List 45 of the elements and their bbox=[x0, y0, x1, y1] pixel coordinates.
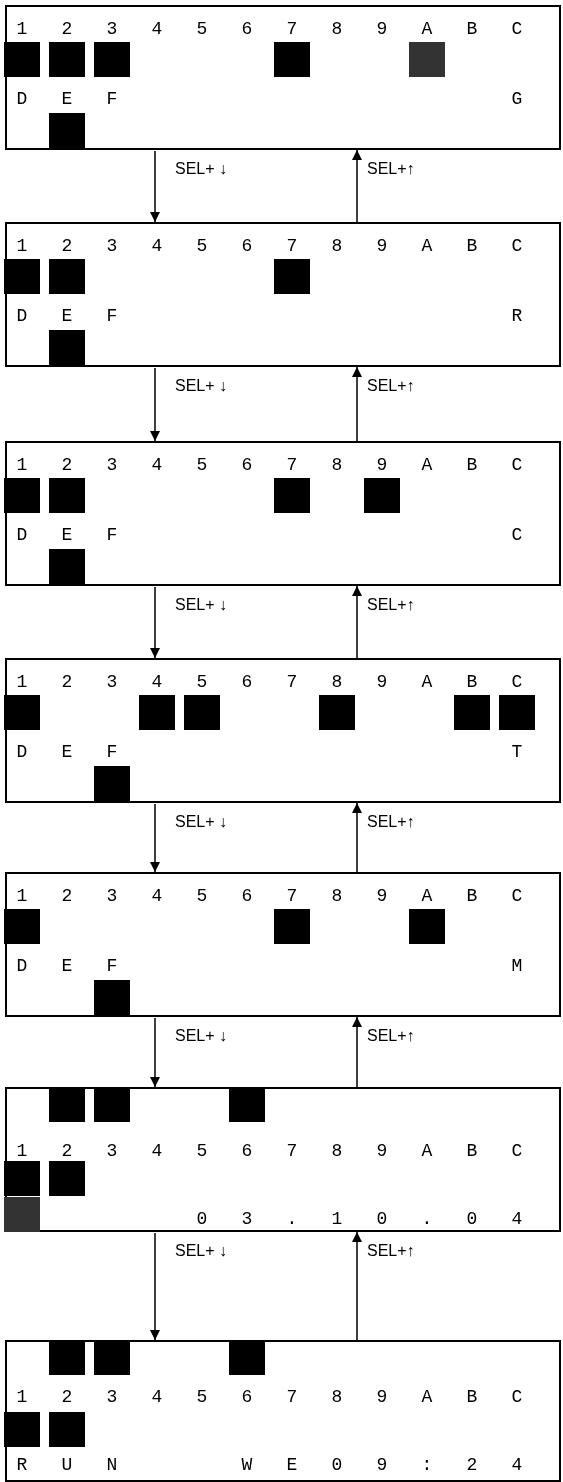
arrow bbox=[352, 1016, 362, 1088]
edge-label: SEL+↑ bbox=[367, 813, 415, 831]
edge-label: SEL+↑ bbox=[367, 596, 415, 614]
display-text: 123456789ABC bbox=[16, 1387, 557, 1407]
display-text: DEF T bbox=[16, 742, 557, 762]
edge-label: SEL+↑ bbox=[367, 160, 415, 178]
lcd-screen bbox=[5, 222, 561, 367]
lcd-screen bbox=[5, 1340, 561, 1482]
edge-label: SEL+↑ bbox=[367, 377, 415, 395]
arrow bbox=[150, 586, 160, 659]
arrow bbox=[150, 150, 160, 223]
lcd-screen bbox=[5, 441, 561, 586]
edge-label: SEL+ ↓ bbox=[175, 1242, 228, 1260]
display-text: DEF C bbox=[16, 525, 557, 545]
display-text: 123456789ABC bbox=[16, 19, 557, 39]
edge-label: SEL+ ↓ bbox=[175, 596, 228, 614]
display-text: 123456789ABC bbox=[16, 886, 557, 906]
edge-label: SEL+↑ bbox=[367, 1242, 415, 1260]
display-text: DEF R bbox=[16, 306, 557, 326]
display-text: 123456789ABC bbox=[16, 1141, 557, 1161]
edge-label: SEL+ ↓ bbox=[175, 160, 228, 178]
display-text: 123456789ABC bbox=[16, 236, 557, 256]
arrow bbox=[352, 585, 362, 659]
edge-label: SEL+↑ bbox=[367, 1027, 415, 1045]
lcd-screen bbox=[5, 872, 561, 1017]
arrow bbox=[150, 803, 160, 873]
arrow bbox=[352, 1231, 362, 1341]
lcd-screen bbox=[5, 1087, 561, 1232]
arrow bbox=[150, 367, 160, 442]
arrow bbox=[352, 802, 362, 873]
arrow bbox=[150, 1232, 160, 1341]
arrow bbox=[150, 1017, 160, 1088]
display-text: DEF M bbox=[16, 956, 557, 976]
lcd-screen bbox=[5, 5, 561, 150]
display-text: 123456789ABC bbox=[16, 455, 557, 475]
edge-label: SEL+ ↓ bbox=[175, 377, 228, 395]
display-text: DEF G bbox=[16, 89, 557, 109]
arrow bbox=[352, 366, 362, 442]
arrow bbox=[352, 149, 362, 223]
lcd-screen bbox=[5, 658, 561, 803]
display-text: RUN WE09:24 bbox=[16, 1455, 557, 1475]
display-text: 03.10.04 bbox=[195, 1209, 557, 1229]
display-text: 123456789ABC bbox=[16, 672, 557, 692]
edge-label: SEL+ ↓ bbox=[175, 813, 228, 831]
edge-label: SEL+ ↓ bbox=[175, 1027, 228, 1045]
